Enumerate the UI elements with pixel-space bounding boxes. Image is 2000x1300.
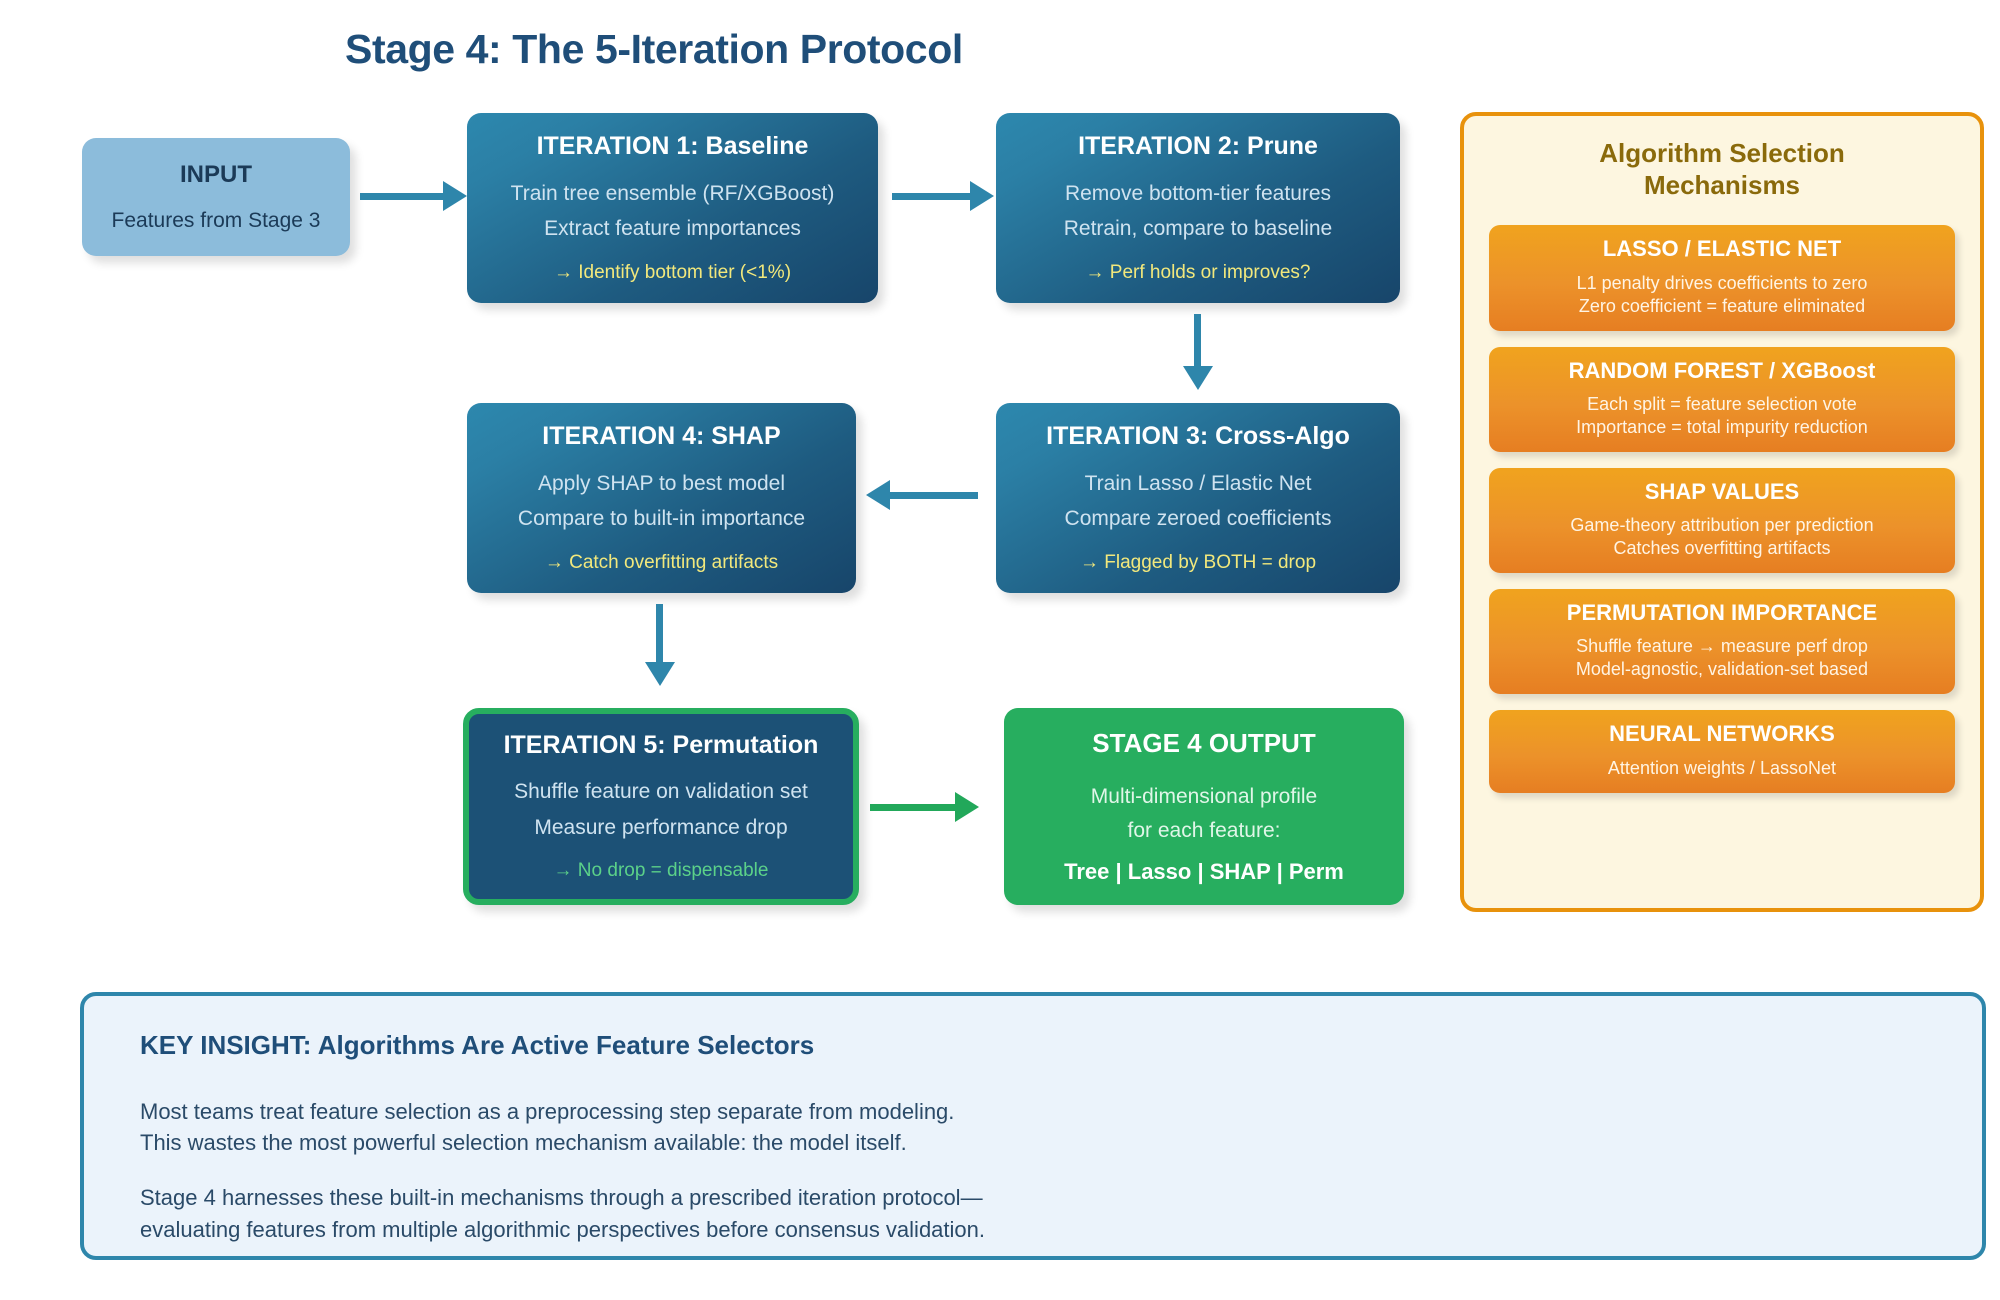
algorithm-card-permutation-importance-line-1: Shuffle feature → measure perf drop bbox=[1576, 636, 1868, 657]
algorithm-card-lasso-line-1: L1 penalty drives coefficients to zero bbox=[1576, 272, 1868, 293]
key-insight-title: KEY INSIGHT: Algorithms Are Active Featu… bbox=[140, 1030, 815, 1060]
node-iteration-1-line-2: Extract feature importances bbox=[544, 217, 801, 241]
algorithm-card-shap-values-title: SHAP VALUES bbox=[1644, 478, 1800, 504]
node-output-title: STAGE 4 OUTPUT bbox=[1092, 728, 1316, 759]
algorithm-card-neural-networks[interactable]: NEURAL NETWORKS Attention weights / Lass… bbox=[1489, 710, 1955, 793]
algorithm-card-lasso-title: LASSO / ELASTIC NET bbox=[1602, 236, 1842, 262]
algorithm-panel-title-line-2: Mechanisms bbox=[1643, 169, 1801, 200]
node-iteration-4-line-2: Compare to built-in importance bbox=[517, 507, 806, 531]
node-iteration-3-title: ITERATION 3: Cross-Algo bbox=[1046, 422, 1350, 451]
key-insight-paragraph-1-line-1: Most teams treat feature selection as a … bbox=[140, 1099, 955, 1124]
algorithm-card-random-forest[interactable]: RANDOM FOREST / XGBoost Each split = fea… bbox=[1489, 346, 1955, 452]
key-insight-paragraph-2-line-2: evaluating features from multiple algori… bbox=[140, 1216, 985, 1242]
node-iteration-5-line-1: Shuffle feature on validation set bbox=[514, 780, 808, 804]
node-iteration-2-line-1: Remove bottom-tier features bbox=[1064, 181, 1332, 205]
node-iteration-5-title: ITERATION 5: Permutation bbox=[503, 730, 819, 759]
algorithm-card-shap-values-line-1: Game-theory attribution per prediction bbox=[1570, 515, 1874, 536]
node-iteration-2-title: ITERATION 2: Prune bbox=[1078, 132, 1318, 161]
algorithm-card-random-forest-line-2: Importance = total impurity reduction bbox=[1576, 416, 1868, 437]
node-iteration-1[interactable]: ITERATION 1: Baseline Train tree ensembl… bbox=[467, 113, 878, 303]
algorithm-card-random-forest-line-1: Each split = feature selection vote bbox=[1587, 393, 1857, 414]
node-iteration-4[interactable]: ITERATION 4: SHAP Apply SHAP to best mod… bbox=[467, 403, 856, 593]
node-iteration-5-note: → No drop = dispensable bbox=[553, 860, 769, 882]
node-input[interactable]: INPUT Features from Stage 3 bbox=[82, 138, 350, 256]
algorithm-card-shap-values-line-2: Catches overfitting artifacts bbox=[1613, 538, 1831, 559]
key-insight-panel: KEY INSIGHT: Algorithms Are Active Featu… bbox=[80, 992, 1986, 1260]
algorithm-card-permutation-importance-line-2: Model-agnostic, validation-set based bbox=[1575, 659, 1869, 680]
algorithm-card-neural-networks-title: NEURAL NETWORKS bbox=[1609, 721, 1835, 747]
node-iteration-4-line-1: Apply SHAP to best model bbox=[537, 471, 786, 495]
algorithm-card-lasso-line-2: Zero coefficient = feature eliminated bbox=[1578, 295, 1866, 316]
node-iteration-1-line-1: Train tree ensemble (RF/XGBoost) bbox=[510, 181, 835, 205]
node-iteration-1-title: ITERATION 1: Baseline bbox=[536, 132, 809, 161]
node-output-line-2: for each feature: bbox=[1127, 819, 1281, 843]
node-iteration-3-note: → Flagged by BOTH = drop bbox=[1079, 551, 1317, 573]
node-input-title: INPUT bbox=[180, 160, 252, 188]
node-stage4-output[interactable]: STAGE 4 OUTPUT Multi-dimensional profile… bbox=[1004, 708, 1404, 905]
node-input-line: Features from Stage 3 bbox=[111, 209, 321, 233]
key-insight-paragraph-2-line-1: Stage 4 harnesses these built-in mechani… bbox=[140, 1185, 983, 1211]
node-iteration-3-line-1: Train Lasso / Elastic Net bbox=[1084, 471, 1312, 495]
page-title: Stage 4: The 5-Iteration Protocol bbox=[345, 26, 963, 72]
node-iteration-2[interactable]: ITERATION 2: Prune Remove bottom-tier fe… bbox=[996, 113, 1400, 303]
algorithm-card-random-forest-title: RANDOM FOREST / XGBoost bbox=[1568, 357, 1876, 383]
algorithm-selection-panel: Algorithm Selection Mechanisms LASSO / E… bbox=[1460, 112, 1984, 912]
algorithm-card-permutation-importance-title: PERMUTATION IMPORTANCE bbox=[1566, 600, 1878, 626]
node-output-line-1: Multi-dimensional profile bbox=[1090, 784, 1318, 808]
algorithm-panel-title-line-1: Algorithm Selection bbox=[1599, 138, 1845, 168]
node-iteration-5[interactable]: ITERATION 5: Permutation Shuffle feature… bbox=[463, 708, 859, 905]
node-iteration-1-note: → Identify bottom tier (<1%) bbox=[553, 261, 792, 283]
algorithm-card-neural-networks-line-1: Attention weights / LassoNet bbox=[1607, 757, 1837, 778]
algorithm-card-lasso[interactable]: LASSO / ELASTIC NET L1 penalty drives co… bbox=[1489, 225, 1955, 331]
node-iteration-2-line-2: Retrain, compare to baseline bbox=[1063, 217, 1333, 241]
node-iteration-3-line-2: Compare zeroed coefficients bbox=[1064, 507, 1332, 531]
node-iteration-4-title: ITERATION 4: SHAP bbox=[542, 422, 781, 451]
key-insight-spacer bbox=[140, 1158, 1926, 1182]
node-iteration-2-note: → Perf holds or improves? bbox=[1085, 261, 1311, 283]
algorithm-panel-title: Algorithm Selection Mechanisms bbox=[1464, 138, 1980, 201]
node-iteration-5-line-2: Measure performance drop bbox=[534, 815, 788, 839]
key-insight-paragraph-1-line-2: This wastes the most powerful selection … bbox=[140, 1130, 907, 1156]
algorithm-card-permutation-importance[interactable]: PERMUTATION IMPORTANCE Shuffle feature →… bbox=[1489, 589, 1955, 695]
node-iteration-3[interactable]: ITERATION 3: Cross-Algo Train Lasso / El… bbox=[996, 403, 1400, 593]
node-output-strong: Tree | Lasso | SHAP | Perm bbox=[1064, 858, 1344, 884]
algorithm-card-shap-values[interactable]: SHAP VALUES Game-theory attribution per … bbox=[1489, 467, 1955, 574]
node-iteration-4-note: → Catch overfitting artifacts bbox=[544, 551, 779, 573]
